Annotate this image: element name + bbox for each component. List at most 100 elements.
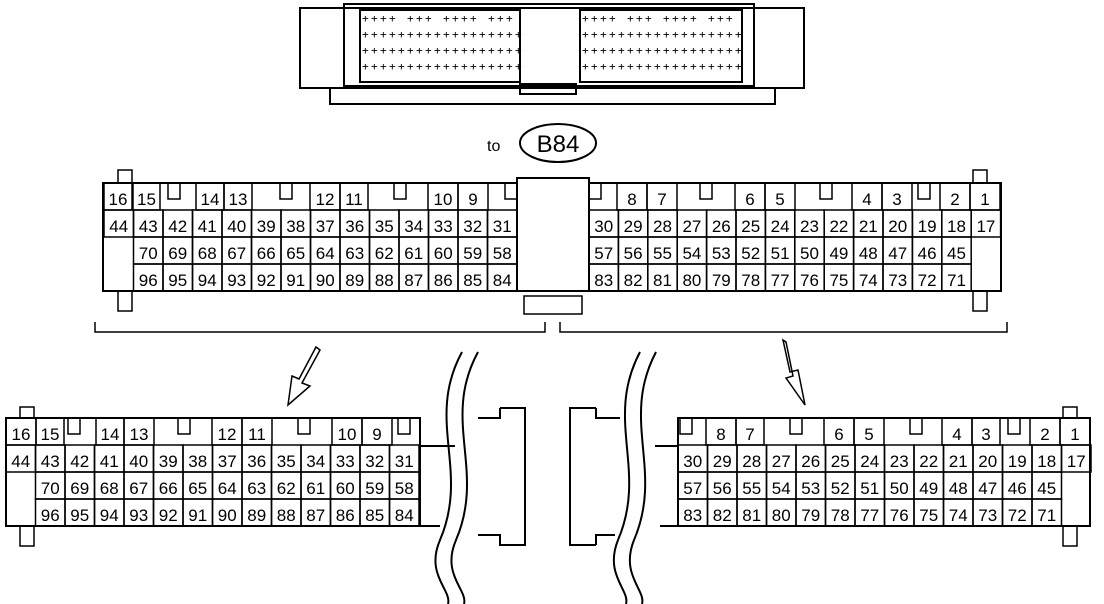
pin-marker: + — [470, 44, 477, 57]
pin-cell: 41 — [93, 444, 125, 473]
pin-cell: 50 — [794, 236, 825, 265]
pin-cell: 58 — [486, 236, 518, 265]
pin-cell: 30 — [677, 444, 709, 473]
pin-marker: + — [479, 28, 486, 41]
pin-cell: 33 — [329, 444, 361, 473]
pin-cell: 12 — [211, 417, 243, 446]
pin-number: 10 — [338, 425, 357, 444]
pin-cell: 80 — [676, 263, 708, 292]
pin-marker: + — [708, 28, 715, 41]
pin-cell: 9 — [361, 417, 393, 446]
pin-marker: + — [582, 44, 589, 57]
pin-marker: + — [416, 60, 423, 73]
key-notch — [819, 183, 833, 200]
pin-cell: 10 — [427, 182, 459, 211]
pin-number: 77 — [771, 271, 790, 290]
pin-number: 33 — [434, 217, 453, 236]
pin-number: 51 — [860, 479, 879, 498]
pin-number: 51 — [771, 244, 790, 263]
pin-cell: 48 — [942, 471, 974, 500]
pin-cell: 37 — [211, 444, 243, 473]
pin-cell: 92 — [152, 498, 184, 527]
pin-number: 90 — [316, 271, 335, 290]
pin-cell-border — [388, 498, 420, 527]
pin-cell: 95 — [64, 498, 96, 527]
pin-cell: 15 — [132, 182, 161, 211]
pin-cell: 49 — [823, 236, 855, 265]
pin-cell: 91 — [182, 498, 214, 527]
pin-cell: 13 — [223, 182, 253, 211]
pin-number: 29 — [713, 452, 732, 471]
pin-number: 78 — [831, 506, 850, 525]
pin-number: 57 — [683, 479, 702, 498]
latch-tab — [117, 169, 133, 184]
pin-number: 91 — [188, 506, 207, 525]
pin-cell: 50 — [883, 471, 915, 500]
pin-cell: 34 — [300, 444, 332, 473]
pin-marker: + — [591, 12, 598, 25]
pin-cell: 6 — [734, 182, 766, 211]
pin-marker: + — [452, 44, 459, 57]
pin-marker: + — [362, 44, 369, 57]
pin-number: 95 — [168, 271, 187, 290]
pin-cell: 11 — [339, 182, 369, 211]
pin-number: 22 — [829, 217, 848, 236]
pin-marker: + — [609, 12, 616, 25]
pin-cell: 51 — [854, 471, 886, 500]
pin-cell: 10 — [331, 417, 363, 446]
pin-cell-border — [970, 209, 1002, 238]
pin-number: 53 — [801, 479, 820, 498]
pin-cell: 27 — [676, 209, 708, 238]
pin-cell: 88 — [270, 498, 302, 527]
pin-number: 84 — [395, 506, 414, 525]
pin-cell: 74 — [852, 263, 884, 292]
pin-marker: + — [452, 60, 459, 73]
pin-cell: 19 — [911, 209, 943, 238]
key-notch — [297, 418, 311, 435]
pin-number: 93 — [227, 271, 246, 290]
pin-marker: + — [371, 60, 378, 73]
pin-marker: + — [582, 28, 589, 41]
pin-marker: + — [452, 28, 459, 41]
center-key-foot — [523, 295, 583, 315]
pin-cell: 3 — [971, 417, 1001, 446]
pin-marker: + — [690, 44, 697, 57]
pin-number: 35 — [375, 217, 394, 236]
pin-marker: + — [645, 60, 652, 73]
pin-cell: 17 — [970, 209, 1002, 238]
pin-number: 12 — [218, 425, 237, 444]
pin-marker: + — [416, 44, 423, 57]
pin-cell: 93 — [221, 263, 253, 292]
latch-foot — [117, 290, 133, 312]
pin-number: 23 — [890, 452, 909, 471]
pin-number: 14 — [101, 425, 120, 444]
pin-cell: 59 — [359, 471, 391, 500]
pin-number: 59 — [365, 479, 384, 498]
pin-number: 25 — [741, 217, 760, 236]
pin-number: 67 — [227, 244, 246, 263]
pin-number: 13 — [130, 425, 149, 444]
pin-number: 54 — [772, 479, 791, 498]
pin-marker: + — [717, 28, 724, 41]
pin-cell: 11 — [241, 417, 273, 446]
pin-marker: + — [506, 28, 513, 41]
pin-number: 5 — [864, 425, 873, 444]
pin-number: 18 — [1037, 452, 1056, 471]
pin-number: 61 — [306, 479, 325, 498]
pin-cell: 15 — [35, 417, 65, 446]
pin-number: 19 — [918, 217, 937, 236]
pin-cell: 94 — [191, 263, 223, 292]
pin-number: 42 — [168, 217, 187, 236]
pin-cell: 34 — [398, 209, 430, 238]
pin-cell: 7 — [646, 182, 678, 211]
pin-cell: 14 — [195, 182, 225, 211]
pin-marker: + — [479, 60, 486, 73]
pin-marker: + — [389, 44, 396, 57]
pin-number: 46 — [1008, 479, 1027, 498]
pin-number: 11 — [248, 425, 266, 444]
pin-marker: + — [681, 44, 688, 57]
pin-marker: + — [627, 44, 634, 57]
pin-cell: 87 — [300, 498, 332, 527]
pin-cell: 94 — [93, 498, 125, 527]
pin-marker: + — [699, 60, 706, 73]
